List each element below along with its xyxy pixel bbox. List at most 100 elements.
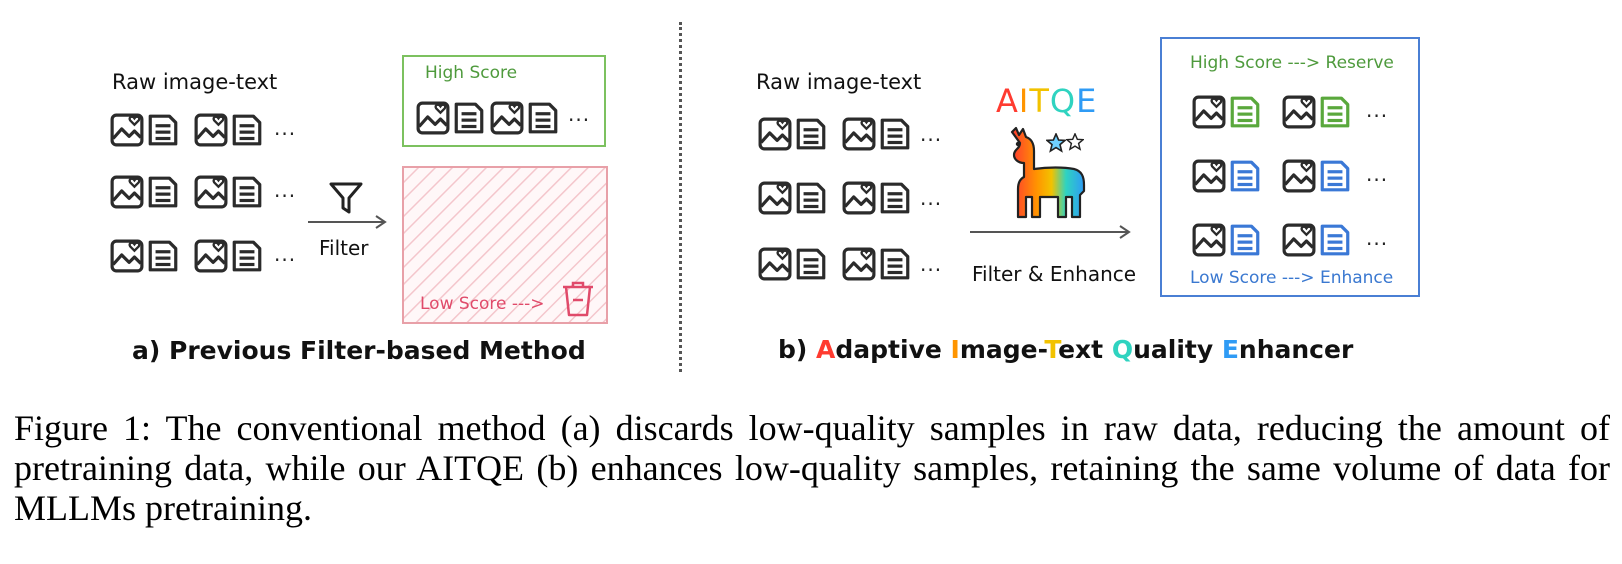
- subtitle-b-part: Q: [1111, 335, 1134, 364]
- image-icon: [194, 113, 228, 147]
- image-text-pair: [1282, 156, 1354, 196]
- subtitle-b-part: uality: [1133, 335, 1222, 364]
- image-text-pair: [194, 172, 266, 212]
- image-text-pair: [1192, 92, 1264, 132]
- low-score-box: [402, 166, 608, 324]
- low-score-label-a: Low Score --->: [420, 294, 545, 314]
- image-text-pair: [758, 114, 830, 154]
- image-icon: [758, 181, 792, 215]
- subtitle-a: a) Previous Filter-based Method: [132, 336, 586, 365]
- subtitle-b-part: A: [816, 335, 836, 364]
- ellipsis: ...: [274, 242, 297, 266]
- image-icon: [1192, 223, 1226, 257]
- star-icon: [1046, 133, 1066, 153]
- ellipsis: ...: [920, 186, 943, 210]
- image-icon: [758, 247, 792, 281]
- subtitle-b-part: T: [1044, 335, 1059, 364]
- low-score-label-b: Low Score ---> Enhance: [1190, 268, 1394, 288]
- image-text-pair: [1192, 156, 1264, 196]
- subtitle-b-part: ext: [1058, 335, 1112, 364]
- model-name-letter: Q: [1049, 82, 1077, 120]
- document-icon: [1320, 96, 1350, 128]
- document-icon: [148, 176, 178, 208]
- arrow-right-icon: [970, 225, 1131, 239]
- ellipsis: ...: [1366, 98, 1389, 122]
- image-text-pair: [842, 114, 914, 154]
- image-icon: [110, 175, 144, 209]
- ellipsis: ...: [1366, 162, 1389, 186]
- document-icon: [1320, 160, 1350, 192]
- star-icon: [1066, 133, 1084, 151]
- image-text-pair: [1282, 220, 1354, 260]
- filter-label: Filter: [319, 236, 369, 260]
- document-icon: [148, 240, 178, 272]
- high-score-label-a: High Score: [425, 63, 518, 83]
- image-text-pair: [110, 172, 182, 212]
- document-icon: [232, 176, 262, 208]
- document-icon: [880, 248, 910, 280]
- raw-label-a: Raw image-text: [112, 70, 278, 94]
- model-name: AITQE: [996, 82, 1097, 120]
- image-text-pair: [194, 110, 266, 150]
- image-icon: [1282, 159, 1316, 193]
- image-text-pair: [842, 178, 914, 218]
- document-icon: [148, 114, 178, 146]
- image-icon: [1282, 223, 1316, 257]
- process-label: Filter & Enhance: [972, 262, 1137, 286]
- trash-icon: [563, 281, 593, 317]
- document-icon: [796, 182, 826, 214]
- model-name-letter: A: [996, 82, 1019, 120]
- image-icon: [758, 117, 792, 151]
- image-icon: [842, 181, 876, 215]
- image-icon: [194, 239, 228, 273]
- ellipsis: ...: [1366, 226, 1389, 250]
- image-icon: [110, 239, 144, 273]
- image-icon: [842, 247, 876, 281]
- model-name-letter: T: [1029, 82, 1050, 120]
- image-text-pair: [1192, 220, 1264, 260]
- figure-caption: Figure 1: The conventional method (a) di…: [14, 408, 1610, 528]
- ellipsis: ...: [568, 102, 591, 126]
- image-text-pair: [842, 244, 914, 284]
- high-score-box: [402, 55, 606, 147]
- document-icon: [232, 114, 262, 146]
- image-text-pair: [758, 244, 830, 284]
- image-icon: [1192, 95, 1226, 129]
- subtitle-b-part: daptive: [835, 335, 951, 364]
- subtitle-b-part: nhancer: [1238, 335, 1354, 364]
- subtitle-b-part: b): [778, 335, 817, 364]
- document-icon: [880, 118, 910, 150]
- image-icon: [194, 175, 228, 209]
- ellipsis: ...: [274, 178, 297, 202]
- document-icon: [796, 118, 826, 150]
- subtitle-b: b) Adaptive Image-Text Quality Enhancer: [778, 335, 1353, 364]
- funnel-icon: [329, 182, 363, 214]
- model-name-letter: E: [1076, 82, 1098, 120]
- llama-icon: [1010, 126, 1086, 219]
- subtitle-b-part: E: [1221, 335, 1239, 364]
- image-icon: [1282, 95, 1316, 129]
- ellipsis: ...: [920, 122, 943, 146]
- high-score-label-b: High Score ---> Reserve: [1190, 53, 1394, 73]
- ellipsis: ...: [274, 116, 297, 140]
- raw-label-b: Raw image-text: [756, 70, 922, 94]
- subtitle-b-part: mage-: [959, 335, 1045, 364]
- arrow-right-icon: [308, 215, 387, 229]
- panel-divider: [679, 22, 682, 372]
- document-icon: [796, 248, 826, 280]
- document-icon: [1230, 224, 1260, 256]
- image-text-pair: [194, 236, 266, 276]
- document-icon: [880, 182, 910, 214]
- image-text-pair: [110, 236, 182, 276]
- model-name-letter: I: [1018, 82, 1030, 120]
- document-icon: [232, 240, 262, 272]
- image-text-pair: [110, 110, 182, 150]
- ellipsis: ...: [920, 252, 943, 276]
- image-text-pair: [758, 178, 830, 218]
- image-icon: [110, 113, 144, 147]
- image-text-pair: [1282, 92, 1354, 132]
- document-icon: [1230, 96, 1260, 128]
- image-icon: [1192, 159, 1226, 193]
- document-icon: [1230, 160, 1260, 192]
- subtitle-b-part: I: [950, 335, 960, 364]
